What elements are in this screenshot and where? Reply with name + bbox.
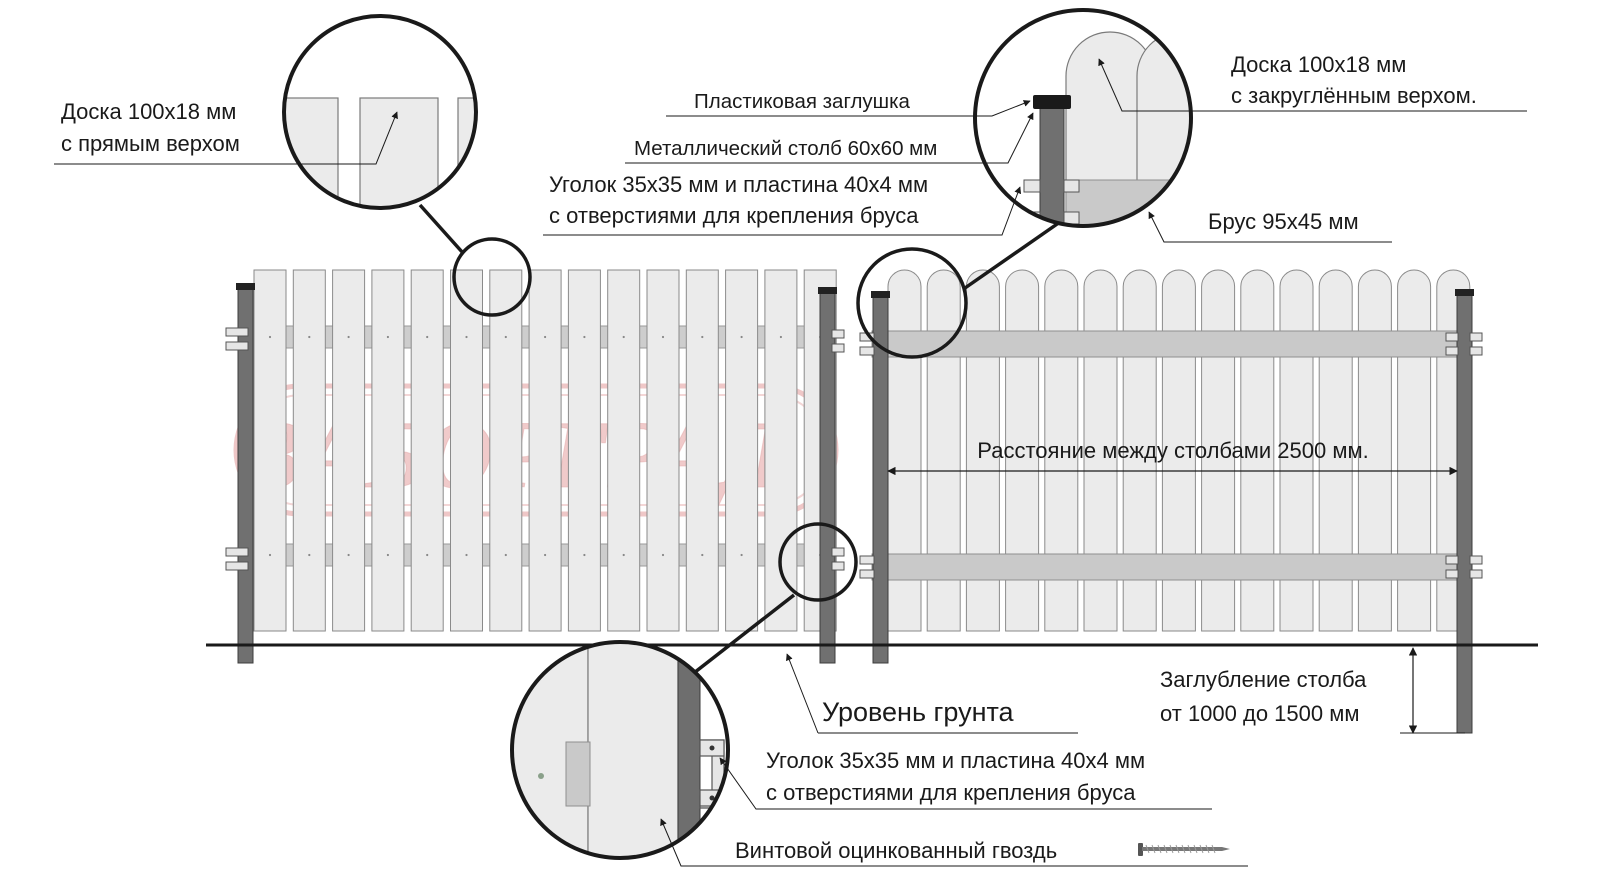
flat-board — [646, 269, 680, 632]
nail-dot — [386, 335, 389, 339]
nail-dot — [661, 335, 665, 339]
rounded-boards-group — [887, 269, 1471, 632]
brackets-left — [225, 327, 845, 571]
flat-board — [685, 269, 719, 632]
beam-bottom-right — [871, 553, 1459, 581]
ground-level-callout: Уровень грунта — [786, 653, 1078, 734]
nail-dot — [465, 335, 468, 339]
flat-board — [725, 269, 759, 632]
nail-dot — [622, 335, 625, 339]
fence-section-rounded — [859, 269, 1483, 734]
metal-post-label: Металлический столб 60х60 мм — [634, 137, 937, 160]
nail-icon — [1138, 843, 1230, 856]
detail-circle-bracket — [510, 640, 730, 860]
post-spacing-label: Расстояние между столбами 2500 мм. — [977, 438, 1368, 463]
rounded-board — [1005, 269, 1040, 632]
rounded-board — [1201, 269, 1236, 632]
flat-board — [528, 269, 562, 632]
rounded-board-label-line2: с закруглённым верхом. — [1231, 83, 1477, 108]
nail-dot — [740, 553, 743, 557]
detail-circle-flat — [282, 14, 478, 210]
detail-target-bracket — [778, 522, 858, 602]
rounded-board — [1318, 269, 1353, 632]
nail-dot — [544, 553, 547, 557]
flat-board — [332, 269, 366, 632]
flat-board-label-line1: Доска 100х18 мм — [61, 99, 236, 124]
detail-target-flat — [452, 237, 532, 317]
rounded-board — [1279, 269, 1314, 632]
nail-dot — [347, 335, 350, 339]
brackets-right — [859, 332, 1483, 579]
nail-dot — [426, 335, 429, 339]
nail-dot — [268, 553, 272, 557]
flat-board — [410, 269, 444, 632]
rounded-board — [1357, 269, 1392, 632]
flat-board — [292, 269, 326, 632]
nail-dot — [701, 335, 704, 339]
detail-flat-board: Доска 100х18 мм с прямым верхом — [54, 14, 532, 317]
post-cap-right-2 — [1455, 289, 1474, 296]
nail-dot — [583, 553, 586, 557]
rounded-board — [1083, 269, 1118, 632]
flat-boards-group — [253, 269, 837, 632]
ground-level-label: Уровень грунта — [822, 697, 1015, 727]
rounded-board — [1397, 269, 1432, 632]
nail-dot — [583, 335, 586, 339]
rounded-board — [926, 269, 961, 632]
corner-top-label-line2: с отверстиями для крепления бруса — [549, 203, 919, 228]
nail-dot — [661, 553, 665, 557]
nail-dot — [347, 553, 350, 557]
nail-dot — [740, 335, 743, 339]
flat-board — [450, 269, 483, 632]
beam-label: Брус 95х45 мм — [1208, 209, 1359, 234]
post-spacing-dimension: Расстояние между столбами 2500 мм. — [887, 438, 1458, 476]
detail-target-rounded — [856, 247, 968, 359]
nail-dot — [504, 335, 507, 339]
post-right-2 — [1456, 291, 1473, 734]
flat-board — [764, 269, 798, 632]
nail-dot — [504, 553, 507, 557]
nail-label: Винтовой оцинкованный гвоздь — [735, 838, 1057, 863]
nail-dot — [779, 335, 783, 339]
flat-board-label-line2: с прямым верхом — [61, 131, 240, 156]
post-depth-dimension: Заглубление столба от 1000 до 1500 мм — [1160, 647, 1465, 734]
post-cap-left-1 — [236, 283, 255, 290]
flat-board — [371, 269, 405, 632]
nail-dot — [701, 553, 704, 557]
post-cap-left-2 — [818, 287, 837, 294]
detail-circle-rounded — [973, 8, 1193, 228]
post-depth-label-line2: от 1000 до 1500 мм — [1160, 701, 1359, 726]
flat-board — [253, 269, 287, 632]
flat-board — [489, 269, 523, 632]
flat-board — [607, 269, 641, 632]
rounded-board — [1122, 269, 1157, 632]
detail-bracket: Уголок 35х35 мм и пластина 40х4 мм с отв… — [510, 522, 1248, 867]
rounded-board — [1161, 269, 1196, 632]
nail-dot — [308, 335, 311, 339]
nail-dot — [465, 553, 468, 557]
nail-dot — [268, 335, 272, 339]
corner-bottom-label-line1: Уголок 35х35 мм и пластина 40х4 мм — [766, 748, 1145, 773]
nail-dot — [544, 335, 547, 339]
beam-top-right — [871, 330, 1459, 358]
post-depth-label-line1: Заглубление столба — [1160, 667, 1367, 692]
rounded-board-label-line1: Доска 100х18 мм — [1231, 52, 1406, 77]
fence-section-flat — [225, 269, 845, 664]
rounded-board — [887, 269, 922, 632]
flat-board — [567, 269, 601, 632]
nail-dot — [386, 553, 389, 557]
post-cap-right-1 — [871, 291, 890, 298]
corner-bottom-label-line2: с отверстиями для крепления бруса — [766, 780, 1136, 805]
rounded-board — [965, 269, 1000, 632]
nail-dot — [308, 553, 311, 557]
nail-dot — [426, 553, 429, 557]
rounded-board — [1240, 269, 1275, 632]
nail-dot — [622, 553, 625, 557]
corner-top-label-line1: Уголок 35х35 мм и пластина 40х4 мм — [549, 172, 928, 197]
rounded-board — [1044, 269, 1079, 632]
plastic-cap-label: Пластиковая заглушка — [694, 90, 911, 113]
